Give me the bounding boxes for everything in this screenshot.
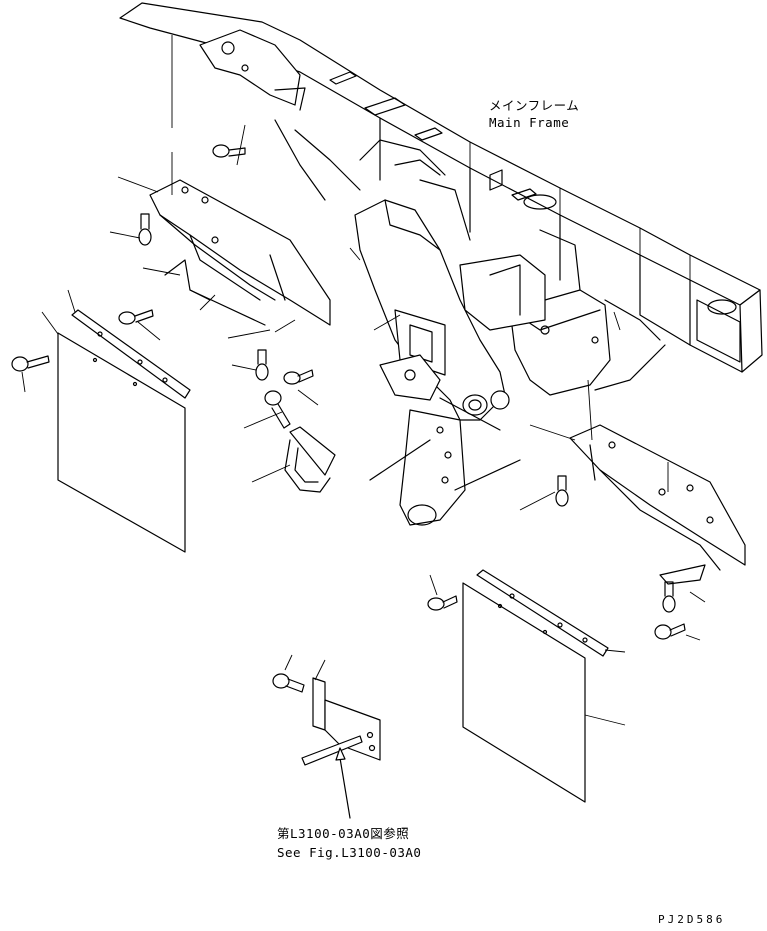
main-frame (119, 2, 763, 373)
see-fig-label-jp: 第L3100-03A0図参照 (277, 826, 409, 841)
bolt-7 (264, 390, 291, 429)
left-mud-flap (57, 309, 191, 553)
left-bolts (11, 144, 314, 429)
drawing-code: PJ2D586 (658, 913, 725, 926)
bolt-5 (255, 349, 269, 381)
bolt-10 (662, 581, 676, 613)
main-frame-label-jp: メインフレーム (489, 98, 579, 113)
bolt-3 (118, 309, 154, 325)
leader-lines (21, 35, 706, 726)
bolt-6 (283, 369, 314, 385)
main-frame-label-en: Main Frame (489, 115, 569, 130)
bolt-1 (212, 144, 246, 158)
bolt-4 (11, 355, 50, 372)
bolt-2 (138, 213, 152, 246)
see-fig-label-en: See Fig.L3100-03A0 (277, 845, 421, 860)
left-fender-bracket (149, 179, 331, 326)
bolt-9 (427, 595, 458, 611)
center-frame-assembly (274, 119, 666, 526)
step-handle (284, 426, 336, 493)
right-fender-bracket (569, 424, 746, 585)
bolt-8 (555, 475, 569, 507)
lower-bracket (272, 673, 381, 819)
right-bolts (427, 475, 686, 640)
right-mud-flap (462, 569, 609, 803)
bolt-11 (654, 623, 686, 640)
